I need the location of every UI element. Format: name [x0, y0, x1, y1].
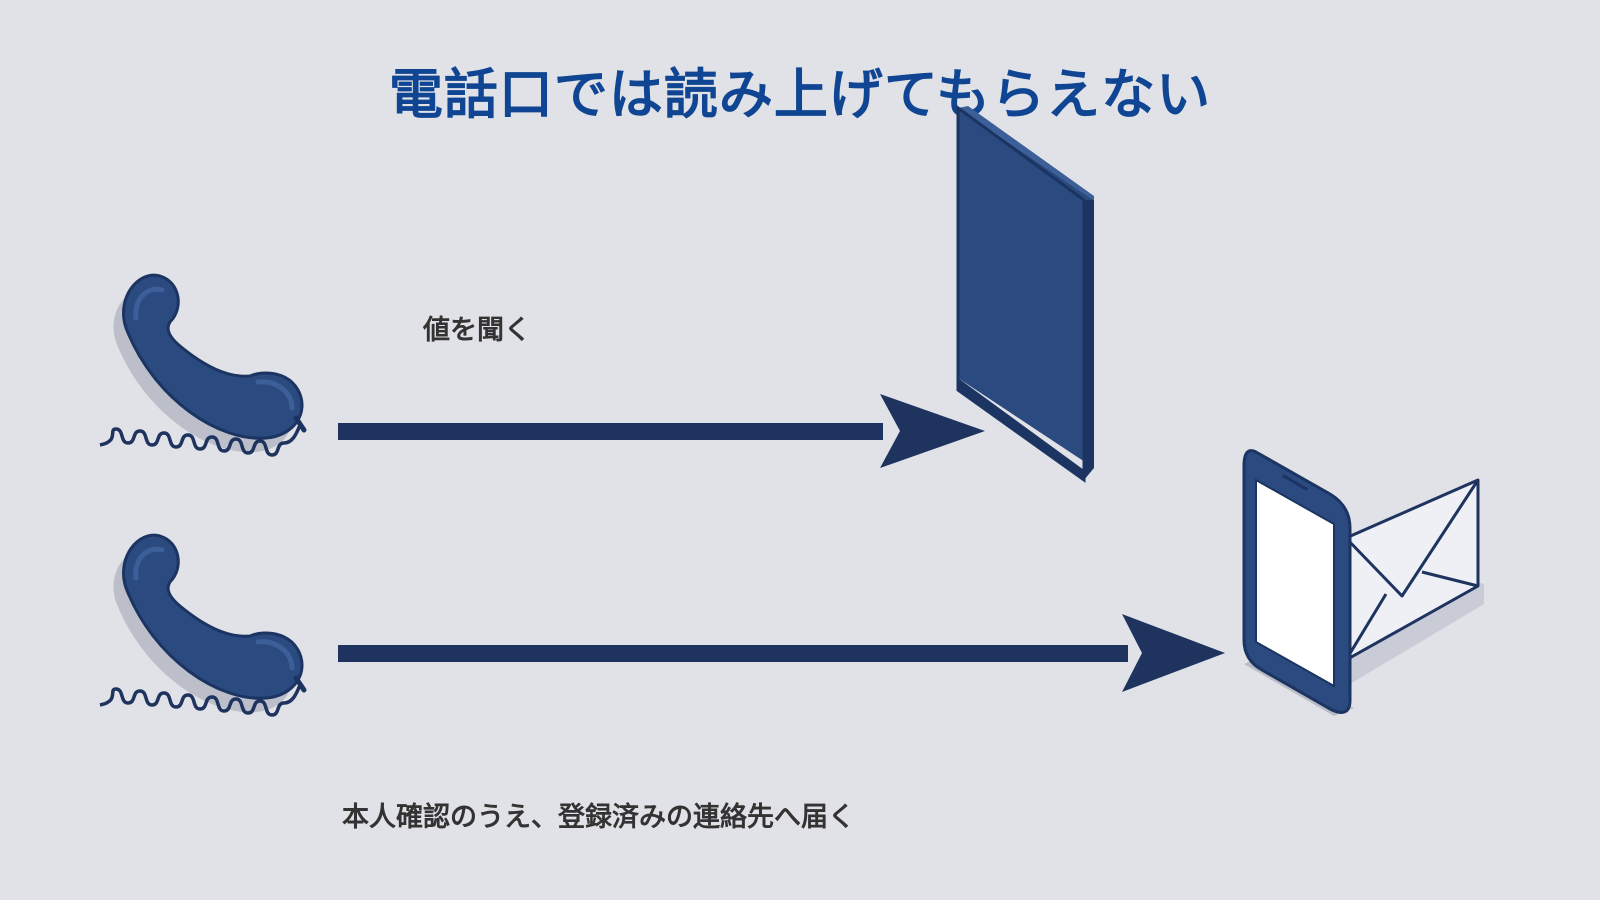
- page-title: 電話口では読み上げてもらえない: [388, 63, 1212, 126]
- phone-handset-icon: [114, 275, 304, 452]
- flow-label-delivered: 本人確認のうえ、登録済みの連絡先へ届く: [342, 802, 855, 833]
- wall-panel-icon: [956, 105, 1094, 483]
- envelope-icon: [1340, 478, 1484, 690]
- smartphone-icon: [1242, 449, 1354, 716]
- arrow-to-wall: [338, 394, 985, 468]
- flow-label-ask-value: 値を聞く: [423, 315, 531, 346]
- phone-handset-icon: [114, 535, 304, 712]
- arrow-to-device: [338, 614, 1225, 692]
